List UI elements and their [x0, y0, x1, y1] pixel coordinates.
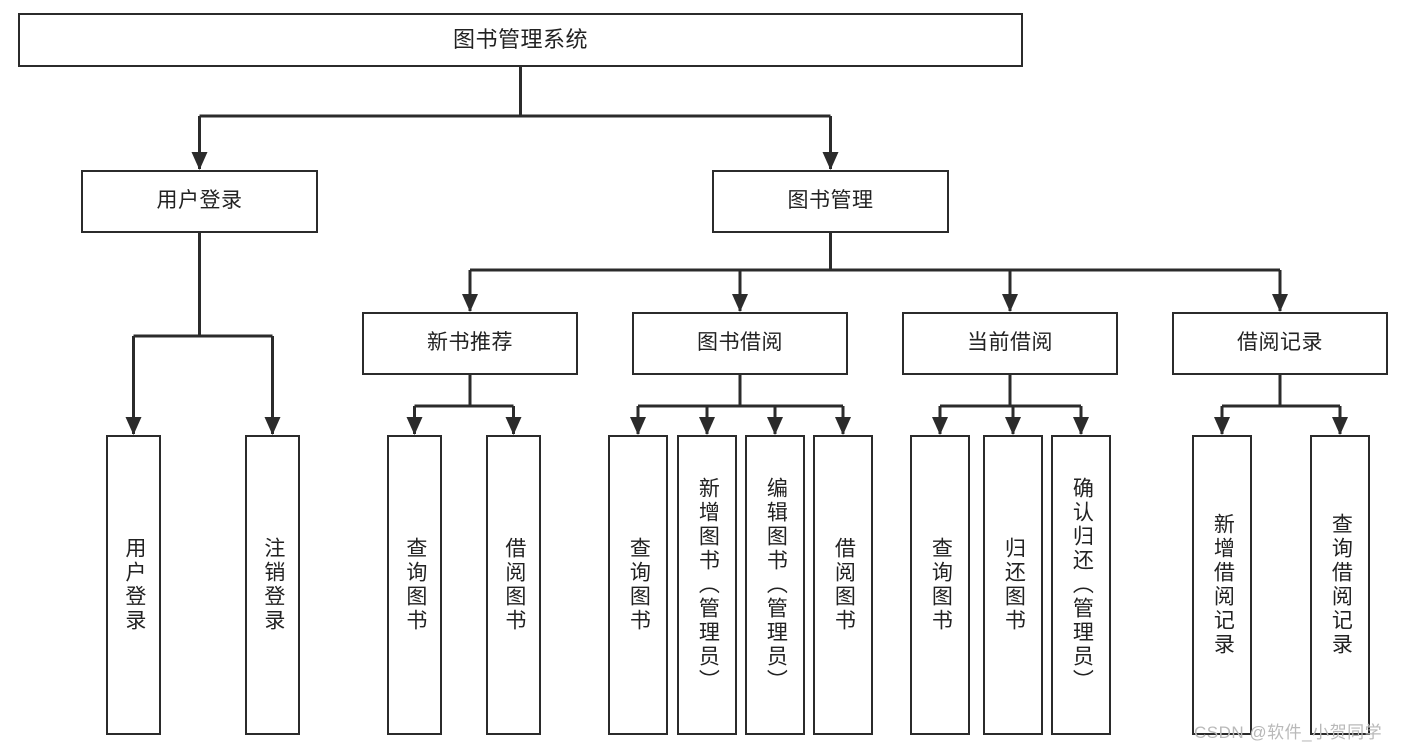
node-label: 查询图书	[627, 537, 651, 633]
node-newbooks: 新书推荐	[362, 312, 578, 375]
node-root: 图书管理系统	[18, 13, 1023, 67]
node-label: 查询借阅记录	[1329, 513, 1353, 657]
node-l6: 新增图书（管理员）	[677, 435, 737, 735]
node-label: 注销登录	[261, 537, 285, 633]
node-label: 借阅记录	[1237, 331, 1323, 355]
node-l4: 借阅图书	[486, 435, 541, 735]
node-l8: 借阅图书	[813, 435, 873, 735]
node-l9: 查询图书	[910, 435, 970, 735]
node-l12: 新增借阅记录	[1192, 435, 1252, 735]
node-label: 借阅图书	[832, 537, 856, 633]
node-label: 查询图书	[929, 537, 953, 633]
node-label: 编辑图书（管理员）	[764, 477, 788, 693]
node-bookmgmt: 图书管理	[712, 170, 949, 233]
node-records: 借阅记录	[1172, 312, 1388, 375]
node-label: 图书借阅	[697, 331, 783, 355]
node-l7: 编辑图书（管理员）	[745, 435, 805, 735]
watermark-text: CSDN @软件_小贺同学	[1194, 723, 1383, 742]
node-label: 确认归还（管理员）	[1070, 477, 1094, 693]
node-label: 借阅图书	[502, 537, 526, 633]
node-l2: 注销登录	[245, 435, 300, 735]
node-label: 新书推荐	[427, 331, 513, 355]
node-label: 查询图书	[403, 537, 427, 633]
node-l3: 查询图书	[387, 435, 442, 735]
node-l5: 查询图书	[608, 435, 668, 735]
node-label: 新增图书（管理员）	[696, 477, 720, 693]
node-l13: 查询借阅记录	[1310, 435, 1370, 735]
node-label: 图书管理系统	[452, 27, 588, 53]
node-login: 用户登录	[81, 170, 318, 233]
node-borrow: 图书借阅	[632, 312, 848, 375]
node-label: 图书管理	[787, 189, 874, 213]
node-l11: 确认归还（管理员）	[1051, 435, 1111, 735]
node-l10: 归还图书	[983, 435, 1043, 735]
node-l1: 用户登录	[106, 435, 161, 735]
node-label: 用户登录	[122, 537, 146, 633]
node-label: 归还图书	[1002, 537, 1026, 633]
node-label: 新增借阅记录	[1211, 513, 1235, 657]
node-label: 用户登录	[156, 189, 243, 213]
node-label: 当前借阅	[967, 331, 1053, 355]
node-current: 当前借阅	[902, 312, 1118, 375]
